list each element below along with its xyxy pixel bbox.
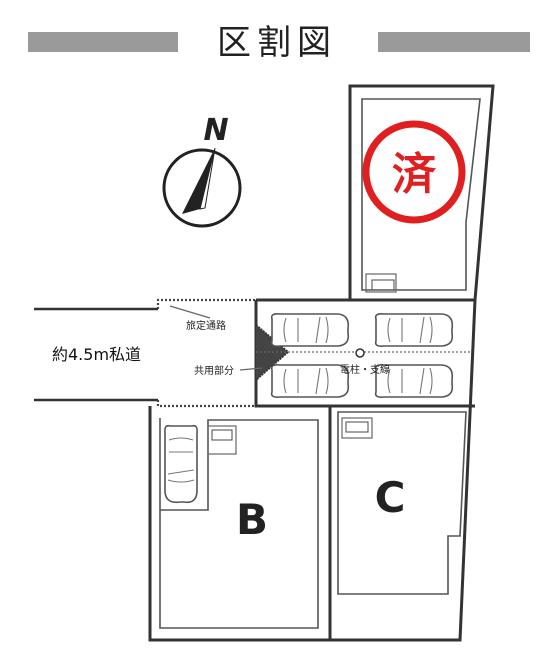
lot-a [256, 84, 495, 302]
dedicated-road-label: 旅定通路 [186, 319, 226, 332]
car-2 [374, 313, 454, 347]
lot-b: B [159, 418, 319, 629]
north-label: N [203, 113, 228, 148]
title-bar-left [28, 32, 178, 52]
car-3 [270, 364, 350, 398]
lot-c-label: C [375, 473, 406, 522]
sold-stamp-text: 済 [392, 149, 437, 200]
private-road: 約4.5m私道 [34, 298, 256, 408]
title-bar-right [378, 32, 530, 52]
lot-c: C [337, 411, 467, 595]
car-4 [374, 364, 454, 398]
utility-pole-label: 電柱・支線 [340, 363, 390, 376]
utility-pole-icon [355, 348, 365, 358]
sold-stamp: 済 [362, 120, 466, 224]
car-5 [164, 424, 198, 504]
lot-b-label: B [236, 495, 268, 544]
title-header: 区割図 [28, 23, 530, 63]
common-area [148, 299, 477, 642]
page-title: 区割図 [217, 23, 337, 63]
car-1 [270, 313, 350, 347]
road-width-label: 約4.5m私道 [52, 345, 141, 364]
common-area-label: 共用部分 [194, 364, 234, 377]
north-arrow-icon: N [162, 113, 242, 228]
